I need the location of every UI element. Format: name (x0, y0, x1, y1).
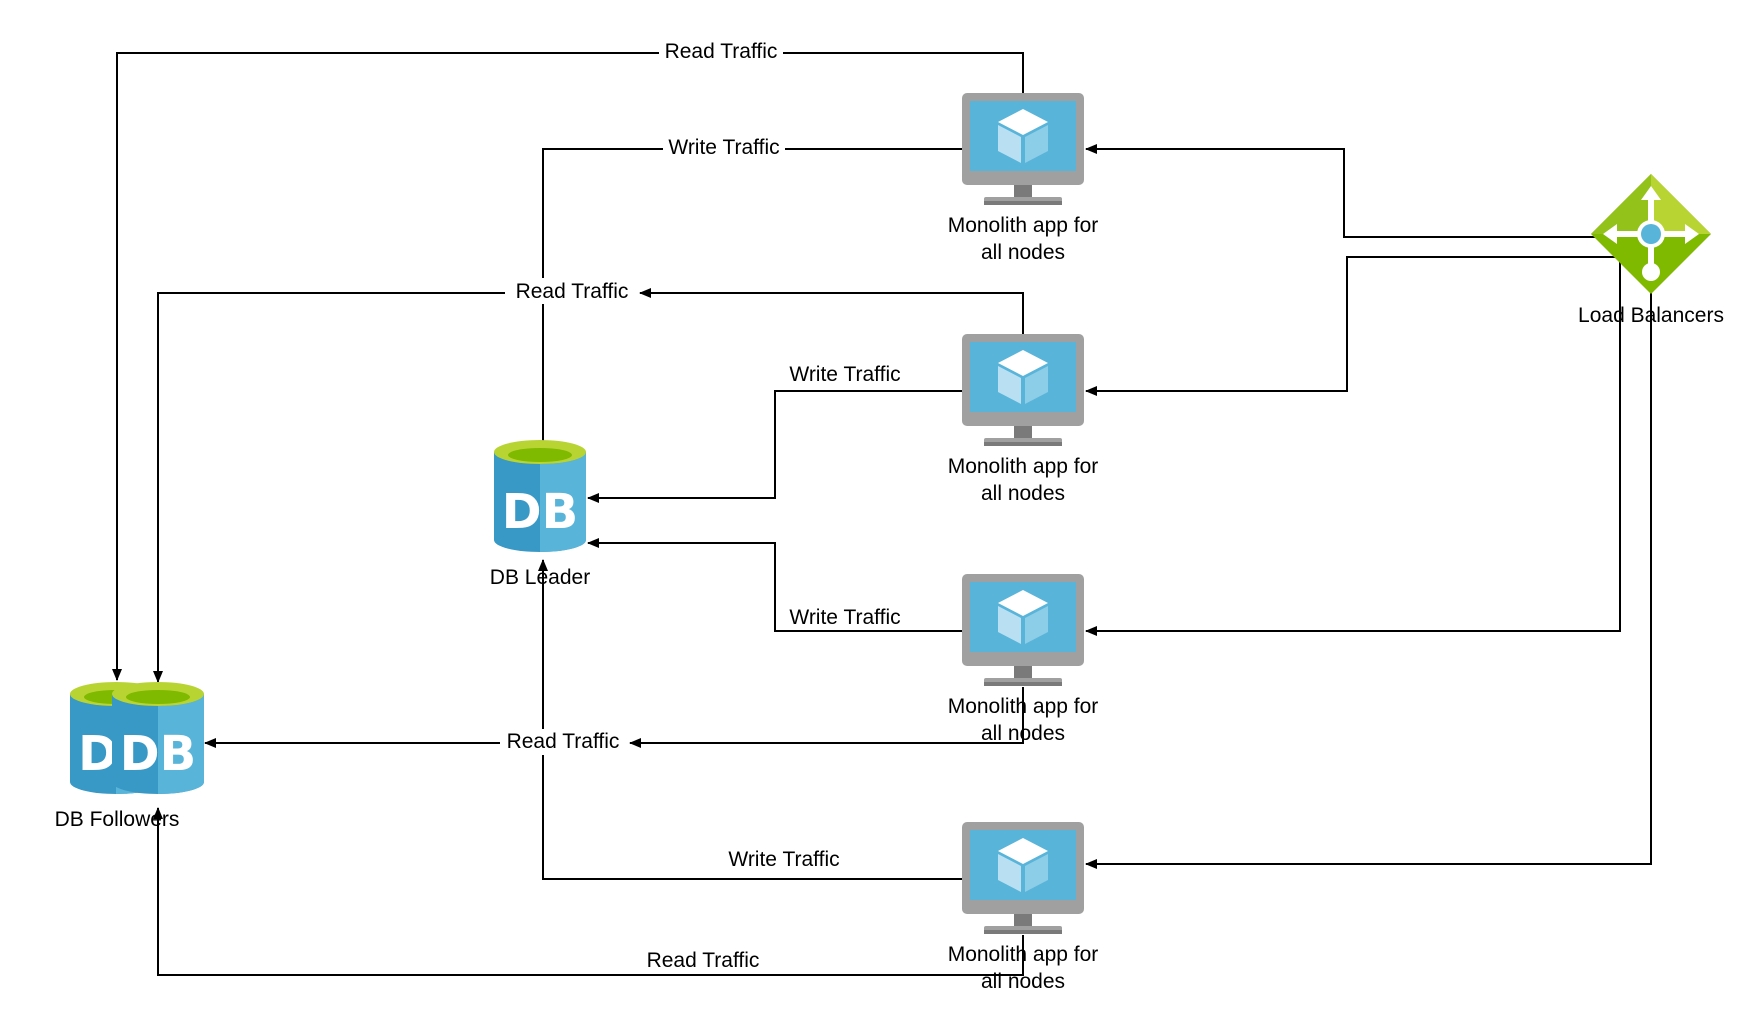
edge-app1-read (112, 52, 1024, 681)
edge-label-read-traffic: Read Traffic (665, 40, 778, 63)
database-icon: DB (112, 682, 204, 794)
node-label-line2: all nodes (981, 241, 1065, 264)
app-node-4[interactable]: Monolith app for all nodes (948, 822, 1099, 993)
edge-label-write-traffic: Write Traffic (728, 848, 839, 871)
node-label-line2: all nodes (981, 482, 1065, 505)
database-icon: D (70, 682, 162, 794)
edge-label-write-traffic: Write Traffic (789, 606, 900, 629)
vm-monitor-icon (962, 334, 1084, 446)
load-balancer-node[interactable]: Load Balancers (1578, 174, 1724, 327)
edge-lb-app4 (1085, 290, 1652, 869)
node-label: DB Followers (55, 808, 180, 831)
app-node-1[interactable]: Monolith app for all nodes (948, 93, 1099, 264)
edge-label-read-traffic: Read Traffic (647, 949, 760, 972)
edge-label-read-traffic: Read Traffic (507, 730, 620, 753)
app-node-2[interactable]: Monolith app for all nodes (948, 334, 1099, 505)
node-label: Load Balancers (1578, 304, 1724, 327)
edge-lb-app2 (1085, 256, 1620, 396)
vm-monitor-icon (962, 822, 1084, 934)
vm-monitor-icon (962, 93, 1084, 205)
app-node-3[interactable]: Monolith app for all nodes (948, 574, 1099, 745)
edge-app4-read (153, 807, 1024, 976)
node-label-line2: all nodes (981, 970, 1065, 993)
edge-app4-write (538, 559, 965, 880)
edge-app3-write (587, 538, 965, 632)
edge-app3-read (629, 687, 1024, 748)
svg-text:DB: DB (120, 726, 196, 782)
edge-app2-read (639, 288, 1024, 334)
node-label-line1: Monolith app for (948, 943, 1099, 966)
svg-text:D: D (78, 726, 118, 782)
vm-monitor-icon (962, 574, 1084, 686)
db-leader-node[interactable]: DB DB Leader (490, 440, 590, 589)
node-label-line2: all nodes (981, 722, 1065, 745)
svg-text:DB: DB (502, 484, 578, 540)
node-label-line1: Monolith app for (948, 695, 1099, 718)
edge-labels: Read Traffic Write Traffic Read Traffic … (500, 39, 901, 972)
edge-label-read-traffic: Read Traffic (516, 280, 629, 303)
node-label: DB Leader (490, 566, 590, 589)
node-label-line1: Monolith app for (948, 214, 1099, 237)
edge-label-write-traffic: Write Traffic (789, 363, 900, 386)
edge-lb-app1 (1085, 144, 1605, 238)
edge-app2-write (587, 390, 965, 503)
edge-app1-write (538, 148, 965, 458)
db-followers-node[interactable]: D DB DB Followers (55, 682, 204, 831)
connectors (112, 52, 1652, 976)
node-label-line1: Monolith app for (948, 455, 1099, 478)
edge-label-write-traffic: Write Traffic (668, 136, 779, 159)
database-icon: DB (494, 440, 586, 552)
edge-lb-app3 (1085, 262, 1621, 636)
load-balancer-icon (1591, 174, 1711, 294)
